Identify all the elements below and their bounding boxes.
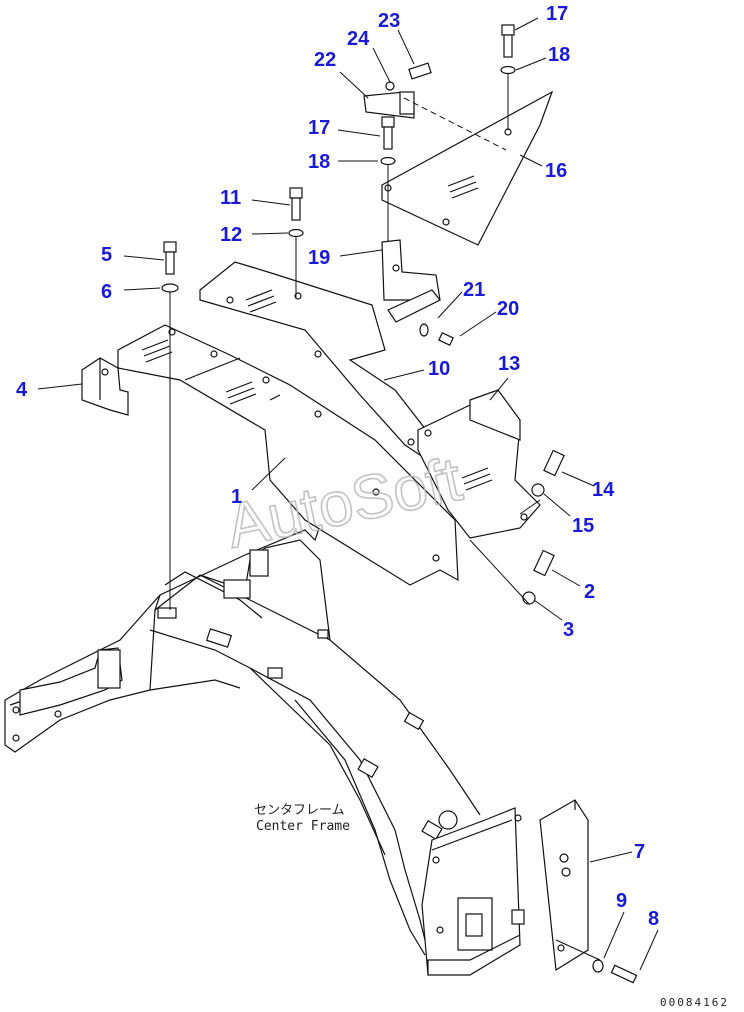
part-16-cover-plate — [381, 90, 554, 246]
callout-3: 3 — [563, 619, 574, 641]
document-number: 00084162 — [660, 996, 729, 1009]
callout-6: 6 — [101, 281, 112, 303]
assembly-lines — [169, 74, 601, 961]
callout-20: 20 — [497, 298, 519, 320]
caption-japanese: センタフレーム — [254, 803, 345, 818]
part-7-plate — [539, 799, 589, 972]
fasteners — [161, 24, 638, 984]
part-1-cover-plate — [117, 324, 459, 586]
callout-4: 4 — [16, 379, 28, 401]
callout-numbers: 17 23 24 18 22 17 18 16 11 12 19 5 21 6 … — [16, 3, 659, 930]
callout-21: 21 — [463, 279, 485, 301]
callout-15: 15 — [572, 515, 594, 537]
part-19-bracket — [381, 239, 441, 323]
part-10-cover-plate — [199, 261, 431, 456]
callout-22: 22 — [314, 49, 336, 71]
callout-16: 16 — [545, 160, 567, 182]
callout-5: 5 — [101, 244, 112, 266]
callout-19: 19 — [308, 247, 330, 269]
callout-18b: 18 — [308, 151, 330, 173]
callout-7: 7 — [634, 841, 645, 863]
center-frame — [4, 519, 525, 976]
callout-14: 14 — [592, 479, 615, 501]
caption-english: Center Frame — [256, 819, 350, 834]
part-13-cover-plate — [417, 389, 541, 539]
callout-13: 13 — [498, 353, 520, 375]
callout-1: 1 — [231, 486, 242, 508]
callout-12: 12 — [220, 224, 242, 246]
callout-8: 8 — [648, 908, 659, 930]
part-22-bracket — [363, 62, 432, 119]
callout-2: 2 — [584, 581, 595, 603]
leader-lines — [37, 17, 659, 971]
callout-23: 23 — [378, 10, 400, 32]
callout-18: 18 — [548, 44, 570, 66]
part-4-cover — [81, 357, 129, 416]
callout-9: 9 — [616, 890, 627, 912]
callout-17: 17 — [546, 3, 568, 25]
callout-11: 11 — [220, 187, 241, 209]
callout-10: 10 — [428, 358, 450, 380]
callout-17b: 17 — [308, 117, 330, 139]
callout-24: 24 — [347, 28, 370, 50]
